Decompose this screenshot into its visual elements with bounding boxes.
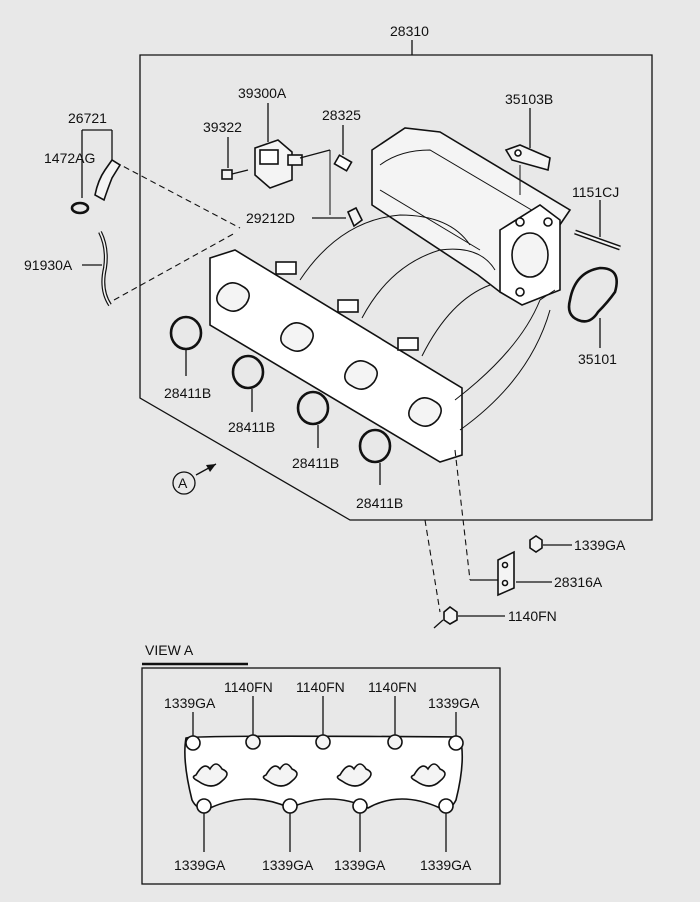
plug: [329, 125, 353, 215]
port-gasket-2: [231, 354, 265, 412]
view-a-bottom-label-4: 1339GA: [420, 857, 472, 873]
view-a-bottom-label-1: 1339GA: [174, 857, 226, 873]
label-stay: 28316A: [554, 574, 603, 590]
label-port-gasket-1: 28411B: [164, 385, 211, 401]
view-a-top-label-2: 1140FN: [224, 679, 273, 695]
view-a-title: VIEW A: [145, 642, 194, 658]
label-plug: 28325: [322, 107, 361, 123]
port-gasket-1: [169, 315, 203, 376]
view-a-top-label-3: 1140FN: [296, 679, 345, 695]
vacuum-hose: [82, 231, 236, 307]
throttle-gasket: [567, 266, 618, 348]
label-sensor: 39300A: [238, 85, 287, 101]
hose-bracket-group: [70, 129, 241, 229]
view-a-top-label-5: 1339GA: [428, 695, 480, 711]
hose-fitting: [312, 206, 364, 228]
dowel-pin: [574, 200, 621, 251]
label-pin: 1151CJ: [572, 184, 619, 200]
map-sensor: [254, 103, 331, 189]
label-port-gasket-2: 28411B: [228, 419, 275, 435]
label-throttle-gasket: 35101: [578, 351, 617, 367]
label-clamp: 1472AG: [44, 150, 95, 166]
view-a-top-label-4: 1140FN: [368, 679, 417, 695]
port-gasket-3: [296, 390, 330, 448]
label-sensor-bolt: 39322: [203, 119, 242, 135]
assembly-frame: [139, 40, 653, 521]
label-hose: 91930A: [24, 257, 73, 273]
view-a-bottom-label-2: 1339GA: [262, 857, 314, 873]
sensor-bolt: [221, 137, 249, 180]
view-a-marker: [172, 463, 217, 495]
view-a-bottom-label-3: 1339GA: [334, 857, 386, 873]
view-a-frame: [141, 667, 501, 885]
lower-stay-group: [424, 449, 572, 629]
intake-manifold: [209, 127, 572, 463]
label-top-bracket: 35103B: [505, 91, 553, 107]
label-assembly: 28310: [390, 23, 429, 39]
label-port-gasket-3: 28411B: [292, 455, 339, 471]
view-a-top-label-1: 1339GA: [164, 695, 216, 711]
top-bracket: [504, 108, 551, 195]
label-nut: 1339GA: [574, 537, 626, 553]
label-hose-fitting: 29212D: [246, 210, 295, 226]
label-port-gasket-4: 28411B: [356, 495, 403, 511]
label-hose-bracket: 26721: [68, 110, 107, 126]
label-bolt: 1140FN: [508, 608, 557, 624]
port-gasket-4: [358, 428, 392, 485]
label-view-marker: A: [178, 475, 188, 491]
view-a-flange: [184, 696, 464, 852]
